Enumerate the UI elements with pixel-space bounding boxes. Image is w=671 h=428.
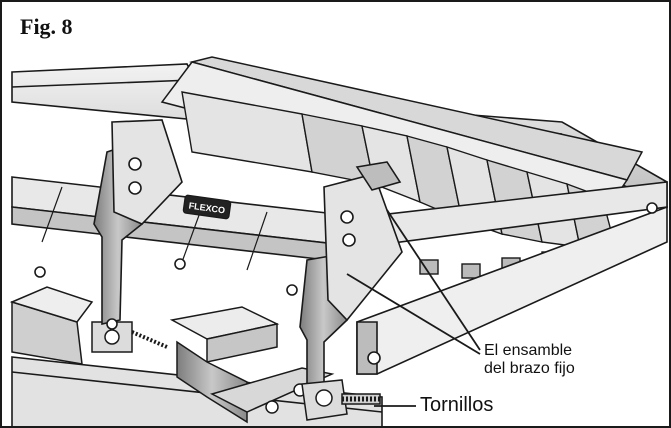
fixed-arm-left: [93, 119, 183, 330]
side-channel-beam: [356, 202, 668, 375]
figure-label: Fig. 8: [20, 14, 73, 39]
blade-clip: [461, 263, 481, 279]
beam-bolt: [367, 351, 381, 365]
callout-leaders: [346, 209, 481, 407]
beam-bolt: [646, 202, 658, 214]
right-tensioner: [301, 379, 381, 421]
leader-arm-1: [386, 209, 481, 351]
center-mount: [169, 306, 335, 424]
bolts-callout: Tornillos: [420, 394, 494, 416]
fixed-arm-right: [299, 161, 403, 415]
fixed-arm-callout: El ensamble del brazo fijo: [484, 342, 575, 379]
left-tensioner: [9, 286, 168, 365]
fixed-arm-callout-line2: del brazo fijo: [484, 360, 575, 378]
leader-arm-2: [346, 273, 481, 355]
fixed-arm-callout-line1: El ensamble: [484, 342, 573, 359]
flexco-logo-plate: FLEXCO: [182, 194, 232, 220]
